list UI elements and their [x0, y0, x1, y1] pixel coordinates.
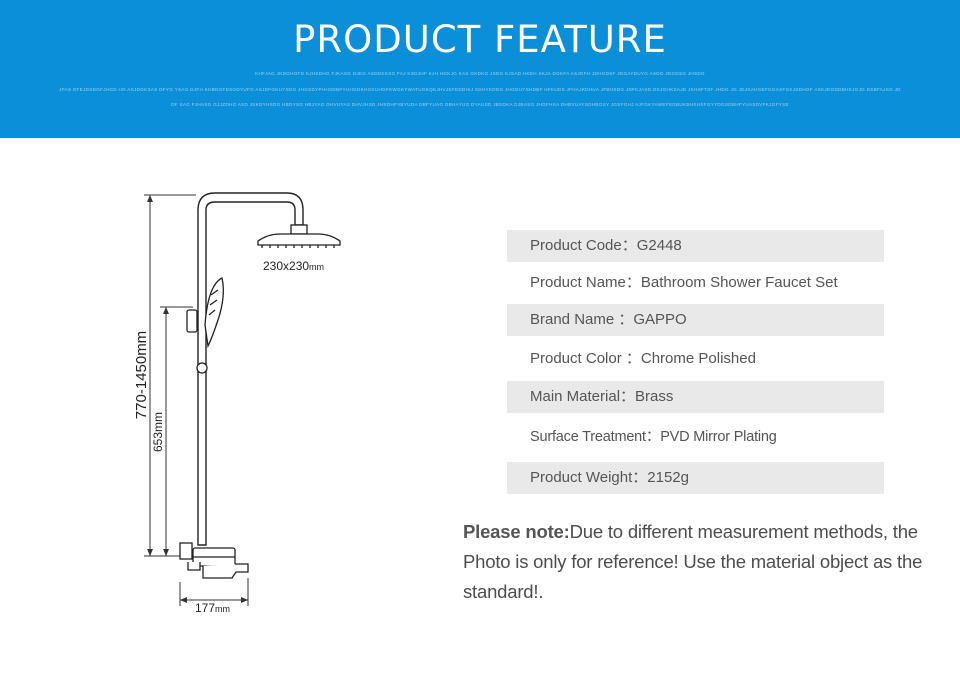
width-unit: mm — [215, 604, 230, 614]
spec-value: 2152g — [647, 469, 689, 486]
spec-row-surface-treatment: Surface Treatment：PVD Mirror Plating — [507, 421, 884, 453]
hand-shower — [186, 277, 224, 374]
spec-value: Chrome Polished — [640, 350, 756, 367]
page-title: PRODUCT FEATURE — [293, 18, 667, 61]
spec-label: Brand Name ： — [530, 311, 634, 328]
shower-dimension-diagram: 770-1450mm 653mm 230x230mm 177mm — [0, 150, 420, 630]
head-size-value: 230x230 — [263, 259, 309, 273]
spec-value: PVD Mirror Plating — [660, 429, 777, 445]
note-text: Due to different measurement methods, th… — [463, 521, 923, 602]
spec-label: Product Weight： — [530, 469, 648, 486]
mixer-valve — [179, 542, 249, 579]
spec-label: Product Code： — [530, 237, 637, 254]
width-dimension-line — [179, 578, 249, 606]
shower-drawing: 770-1450mm 653mm 230x230mm 177mm — [133, 192, 341, 615]
height-dimension-line — [144, 194, 196, 557]
banner-fine-print: KHFJAG JKDGHOFD KJHSDHG FJKASG DJKG ASDD… — [255, 71, 705, 76]
width-value: 177 — [195, 601, 215, 615]
head-size-label: 230x230mm — [263, 259, 324, 273]
bar-dimension-line — [160, 306, 193, 556]
spec-row-product-color: Product Color ：Chrome Polished — [507, 343, 884, 375]
disclaimer-note: Please note:Due to different measurement… — [463, 517, 943, 607]
spec-label: Main Material： — [530, 388, 636, 405]
head-size-unit: mm — [309, 262, 324, 272]
spec-row-main-material: Main Material：Brass — [507, 381, 884, 413]
spec-label: Product Name： — [530, 274, 641, 291]
shower-head — [257, 224, 341, 248]
banner-fine-print: DF SAG FJHASG GJJZDHG ASD JSKDYHSDG HBDY… — [171, 102, 789, 107]
bar-height-label: 653mm — [151, 412, 165, 452]
spec-row-brand-name: Brand Name ：GAPPO — [507, 304, 884, 336]
spec-label: Surface Treatment： — [530, 429, 661, 445]
spec-value: Brass — [635, 388, 674, 405]
spec-label: Product Color ： — [530, 350, 641, 367]
spec-value: GAPPO — [633, 311, 687, 328]
spec-row-product-code: Product Code：G2448 — [507, 230, 884, 262]
width-label: 177mm — [195, 601, 230, 615]
banner-fine-print: JFAS DFEJDSDGFJHGD HG ASJDGKSAS DFYG YSA… — [59, 87, 901, 92]
shower-pipe — [197, 192, 304, 546]
spec-value: Bathroom Shower Faucet Set — [640, 274, 838, 291]
spec-row-product-weight: Product Weight：2152g — [507, 462, 884, 494]
spec-row-product-name: Product Name：Bathroom Shower Faucet Set — [507, 267, 884, 299]
height-label: 770-1450mm — [133, 331, 150, 419]
note-label: Please note: — [463, 521, 570, 542]
spec-value: G2448 — [636, 237, 682, 254]
header-banner: PRODUCT FEATURE KHFJAG JKDGHOFD KJHSDHG … — [0, 0, 960, 138]
